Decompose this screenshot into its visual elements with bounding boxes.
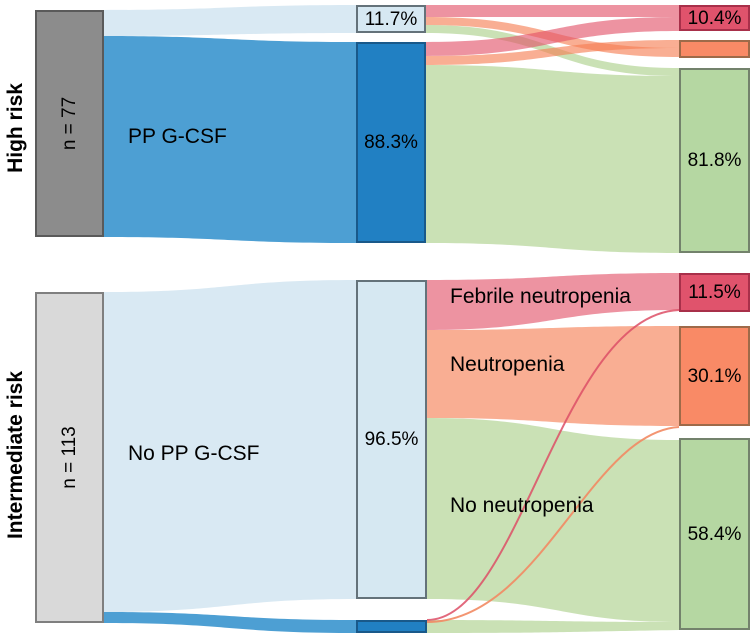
pct-label-11-5: 11.5% [688,282,741,303]
pct-label-96-5: 96.5% [364,429,419,450]
node-int-febrile-11-5: 11.5% [679,273,750,312]
pct-label-88-3: 88.3% [364,132,418,153]
flow-label-febrile-neutropenia: Febrile neutropenia [450,285,631,308]
node-high-risk-source: n = 77 [35,10,104,237]
pct-label-11-7: 11.7% [364,8,418,30]
risk-label-intermediate: Intermediate risk [4,370,27,540]
node-high-febrile-10-4: 10.4% [679,5,750,31]
pct-label-30-1: 30.1% [687,365,742,387]
node-int-no-neutropenia-58-4: 58.4% [679,438,750,630]
flow-label-no-neutropenia: No neutropenia [450,494,594,517]
flow-line-small-blue-to-11-5 [426,309,680,621]
flow-high-source-to-88-3 [104,36,356,243]
flow-88-3-to-81-8 [426,65,679,253]
flow-int-source-to-small-blue [104,612,356,633]
flow-label-no-ppgcsf: No PP G-CSF [128,442,260,465]
flow-96-5-to-11-5 [427,273,679,330]
pct-label-58-4: 58.4% [687,523,742,545]
node-high-neutropenia-orange [679,40,750,58]
flow-88-3-to-10-4 [426,17,679,56]
flow-label-ppgcsf: PP G-CSF [128,125,227,148]
flow-11-7-to-10-4 [426,5,679,17]
pct-label-10-4: 10.4% [687,7,742,29]
node-int-ppgcsf-small [356,620,427,633]
flow-high-source-to-11-7 [104,5,356,36]
flow-line-small-blue-to-30-1 [426,426,680,623]
flow-int-source-to-96-5 [104,280,356,612]
node-intermediate-risk-source: n = 113 [35,292,104,623]
n-label-high: n = 77 [58,96,80,151]
flow-small-blue-to-58-4 [427,620,679,633]
flow-96-5-to-30-1 [427,326,679,426]
node-int-no-ppgcsf-96-5: 96.5% [356,280,427,599]
n-label-intermediate: n = 113 [58,426,80,489]
flow-88-3-to-orange-node [426,40,679,65]
node-high-no-neutropenia-81-8: 81.8% [679,68,750,253]
risk-label-high: High risk [4,83,27,173]
node-high-no-ppgcsf-11-7: 11.7% [356,5,426,33]
flow-label-neutropenia: Neutropenia [450,353,565,376]
node-high-ppgcsf-88-3: 88.3% [356,42,426,243]
node-int-neutropenia-30-1: 30.1% [679,326,750,426]
pct-label-81-8: 81.8% [687,150,742,171]
